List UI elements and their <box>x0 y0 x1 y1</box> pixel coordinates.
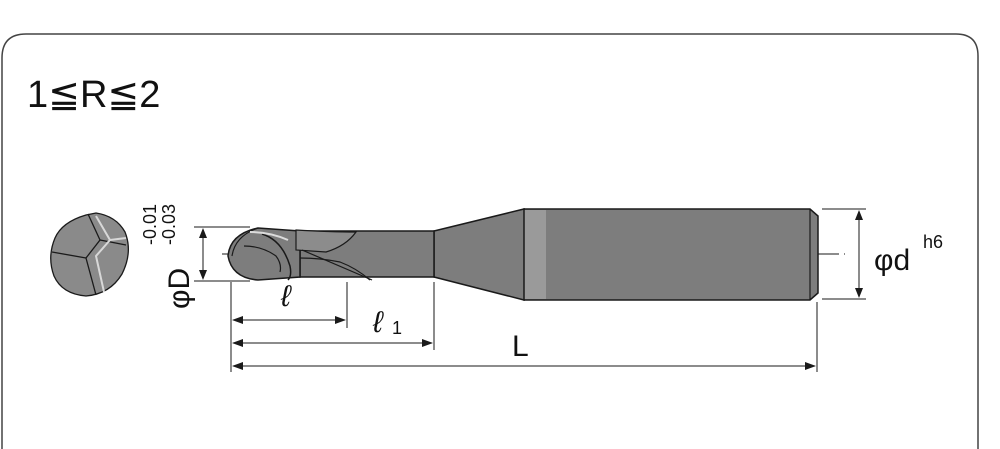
ball-head <box>227 227 301 281</box>
label-L: L <box>512 330 529 363</box>
dimension-L <box>232 362 816 370</box>
end-view <box>50 212 129 297</box>
shank <box>523 208 819 301</box>
dimension-l1 <box>232 339 433 347</box>
label-D-tol-lower: -0.03 <box>159 204 179 245</box>
label-l1-sub: 1 <box>392 318 402 338</box>
label-l: ℓ <box>280 280 292 313</box>
dimension-l <box>232 316 346 324</box>
label-D-tol-upper: -0.01 <box>140 204 160 245</box>
label-d: φd <box>874 244 910 277</box>
dimension-D <box>194 226 250 282</box>
tool-body <box>227 208 819 301</box>
frame-border <box>1 33 979 449</box>
taper <box>433 208 525 301</box>
label-D: φD <box>163 268 196 309</box>
label-d-tol: h6 <box>923 232 943 252</box>
length-extension-lines <box>230 282 818 372</box>
range-label: 1≦R≦2 <box>27 74 160 116</box>
dimension-d <box>822 208 866 300</box>
label-l1: ℓ <box>372 306 384 339</box>
shank-lighter-band <box>524 210 546 299</box>
